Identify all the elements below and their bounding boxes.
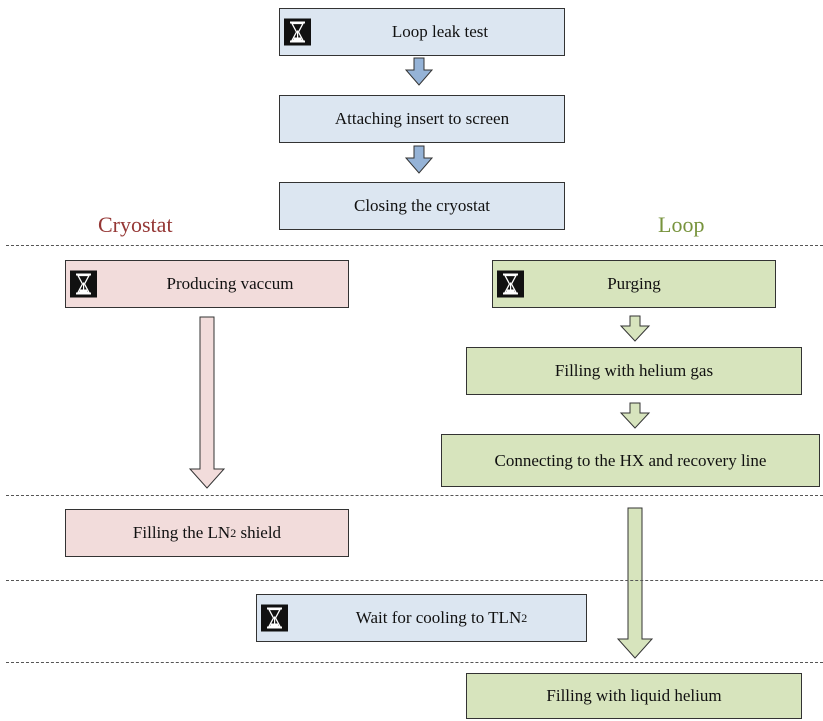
subscript-2: 2 [521, 610, 528, 625]
divider-3 [6, 580, 823, 581]
arrow-leak-to-attach [404, 57, 434, 86]
step-label: Filling with helium gas [554, 361, 714, 380]
arrow-filling-to-connect [619, 402, 651, 429]
arrow-connect-to-liquid [616, 507, 654, 659]
step-loop-leak-test: Loop leak test [279, 8, 565, 56]
step-label: Connecting to the HX and recovery line [494, 450, 767, 470]
step-purging: Purging [492, 260, 776, 308]
divider-2 [6, 495, 823, 496]
step-label-suffix: shield [236, 523, 282, 542]
step-label: Loop leak test [391, 22, 489, 41]
step-filling-liquid-helium: Filling with liquid helium [466, 673, 802, 719]
subscript-2: 2 [230, 525, 237, 540]
hourglass-icon [284, 18, 311, 46]
step-label: Closing the cryostat [354, 196, 490, 215]
arrow-purging-to-filling [619, 315, 651, 342]
divider-4 [6, 662, 823, 663]
step-attaching-insert: Attaching insert to screen [279, 95, 565, 143]
arrow-vacuum-to-ln2 [188, 316, 226, 489]
step-label: Producing vaccum [166, 274, 294, 293]
cryostat-section-title: Cryostat [98, 212, 173, 237]
hourglass-icon [497, 270, 524, 298]
loop-section-title: Loop [658, 212, 705, 237]
step-closing-cryostat: Closing the cryostat [279, 182, 565, 230]
step-filling-helium-gas: Filling with helium gas [466, 347, 802, 395]
step-producing-vacuum: Producing vaccum [65, 260, 349, 308]
step-label: Purging [607, 274, 661, 293]
hourglass-icon [261, 604, 288, 632]
step-connecting-hx: Connecting to the HX and recovery line [441, 434, 820, 487]
hourglass-icon [70, 270, 97, 298]
step-label-text: Filling the LN [132, 523, 231, 542]
step-label: Attaching insert to screen [334, 109, 510, 128]
divider-1 [6, 245, 823, 246]
step-label-text: Wait for cooling to TLN [355, 608, 522, 627]
step-label: Filling with liquid helium [546, 686, 722, 705]
arrow-attach-to-close [404, 145, 434, 174]
